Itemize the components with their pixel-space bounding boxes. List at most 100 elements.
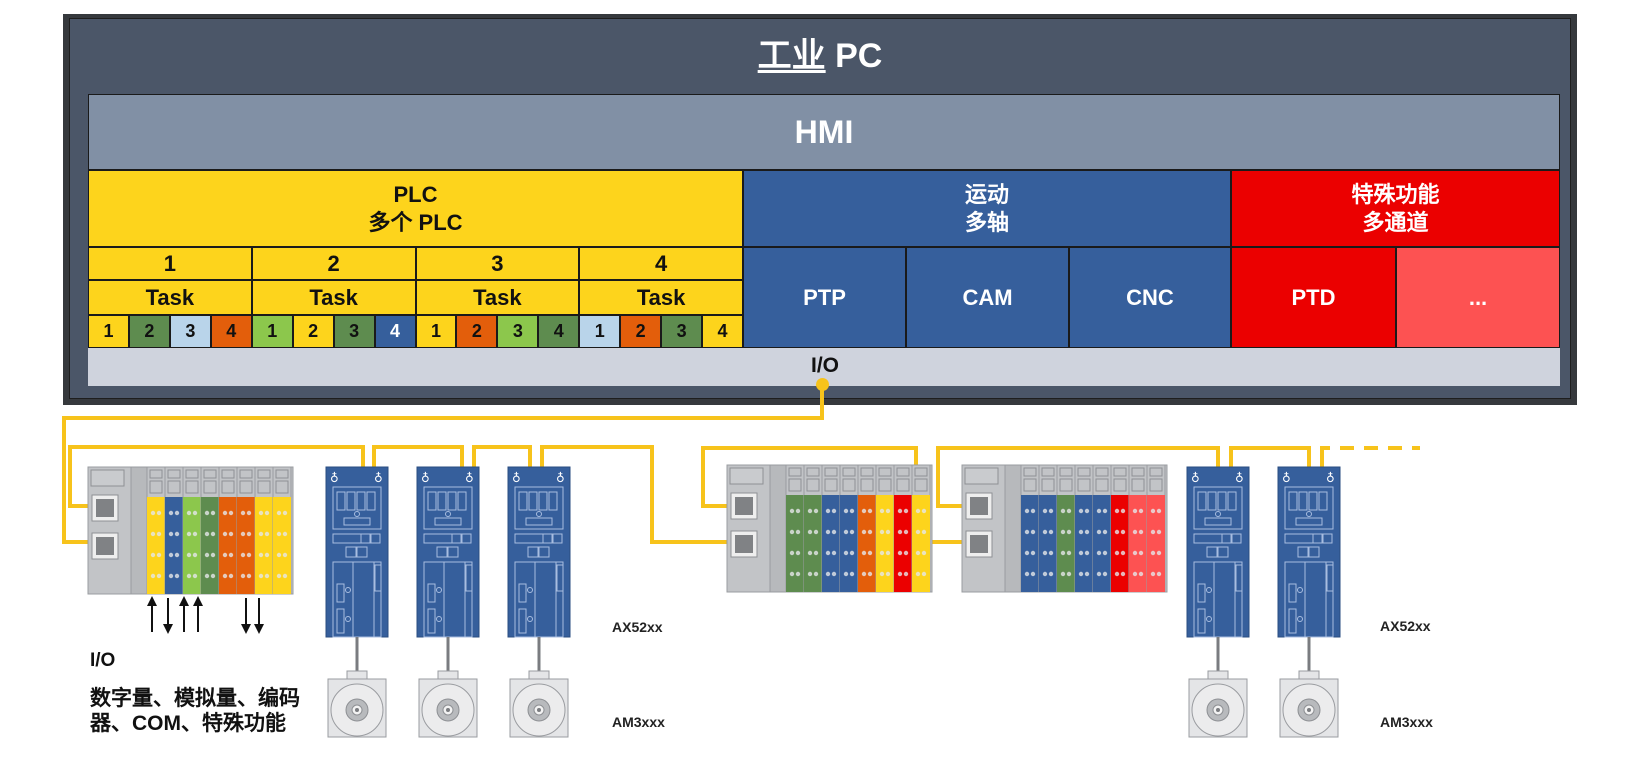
special-header-line1: 特殊功能 <box>1351 181 1440 207</box>
special-header-line2: 多通道 <box>1362 209 1429 235</box>
plc-runtime-number: 1 <box>88 247 252 280</box>
terminal-slice <box>1021 495 1039 592</box>
terminal-slice <box>237 497 255 594</box>
terminal-contact <box>1030 571 1036 577</box>
terminal-slice <box>201 497 219 594</box>
special-functions-header: 特殊功能多通道 <box>1231 170 1560 247</box>
terminal-contact <box>210 573 216 579</box>
drive-slot <box>1221 533 1232 544</box>
terminal-contact <box>789 550 795 556</box>
industrial-pc-title: 工业 PC <box>69 28 1571 77</box>
terminal-slice <box>804 495 822 592</box>
ethercat-cable <box>540 445 735 544</box>
terminal-contact <box>843 508 849 514</box>
terminal-strip-icon <box>465 564 473 592</box>
terminal-contact <box>222 531 228 537</box>
connector-icon <box>518 491 528 511</box>
terminal-contact <box>1042 529 1048 535</box>
mount-hole-icon: ♁ <box>556 471 565 485</box>
terminal-contact <box>897 571 903 577</box>
terminal-contact <box>240 510 246 516</box>
mount-hole-icon: ♁ <box>1191 471 1200 485</box>
terminal-slice <box>1111 495 1129 592</box>
terminal-contact <box>156 531 162 537</box>
terminal-contact <box>897 529 903 535</box>
drive-screw <box>1297 587 1303 593</box>
coupler-label-slot <box>90 469 125 487</box>
terminal-contact <box>174 531 180 537</box>
terminal-led-box <box>203 469 217 479</box>
power-terminal <box>1004 464 1022 593</box>
terminal-slice <box>912 495 930 592</box>
plc-task-cell: 3 <box>497 315 539 348</box>
terminal-contact <box>1102 508 1108 514</box>
terminal-contact <box>1084 508 1090 514</box>
terminal-contact <box>1132 508 1138 514</box>
terminal-contact <box>843 550 849 556</box>
connector-icon <box>1217 491 1227 511</box>
drive-slot <box>538 546 550 558</box>
terminal-contact <box>168 510 174 516</box>
mount-hole-icon: ♁ <box>1326 471 1335 485</box>
terminal-contact <box>1138 550 1144 556</box>
motor-label-left: AM3xxx <box>612 714 665 730</box>
coupler-label-slot <box>729 467 764 485</box>
terminal-contact <box>1078 508 1084 514</box>
power-terminal <box>769 464 787 593</box>
motion-item-cam: CAM <box>906 247 1069 348</box>
terminal-contact <box>150 510 156 516</box>
terminal-contact <box>228 573 234 579</box>
terminal-contact <box>1138 529 1144 535</box>
terminal-contact <box>1096 529 1102 535</box>
special-item-more: ... <box>1396 247 1560 348</box>
terminal-contact <box>276 552 282 558</box>
drive-slot <box>552 533 563 544</box>
connector-icon <box>1318 491 1328 511</box>
drive-slot <box>356 546 368 558</box>
mount-hole-icon: ♁ <box>1235 471 1244 485</box>
terminal-strip-icon <box>1288 608 1297 634</box>
plc-task-cell: 4 <box>702 315 743 348</box>
terminal-contact <box>150 531 156 537</box>
terminal-slice <box>1057 495 1075 592</box>
terminal-contact <box>1042 571 1048 577</box>
terminal-contact <box>1156 550 1162 556</box>
terminal-led-box <box>167 469 181 479</box>
terminal-led-box <box>1113 467 1127 477</box>
drive-led <box>1306 511 1312 517</box>
terminal-contact <box>921 508 927 514</box>
terminal-contact <box>915 571 921 577</box>
plc-task-cell: 4 <box>374 315 416 348</box>
terminal-slice <box>840 495 858 592</box>
terminal-contact <box>789 571 795 577</box>
plc-runtime-number: 4 <box>579 247 743 280</box>
drive-panel <box>423 486 473 530</box>
terminal-contact <box>1120 550 1126 556</box>
terminal-contact <box>1060 571 1066 577</box>
terminal-contact <box>174 510 180 516</box>
arrow-up-icon <box>193 596 203 606</box>
drive-panel <box>332 486 382 530</box>
arrow-down-icon <box>254 624 264 634</box>
terminal-contact <box>1060 529 1066 535</box>
terminal-contact <box>789 529 795 535</box>
terminal-label-box <box>203 480 217 494</box>
connector-icon <box>336 491 346 511</box>
terminal-label-box <box>1041 478 1055 492</box>
io-bar-label: I/O <box>810 354 839 377</box>
plc-task-cell: 1 <box>88 315 129 348</box>
terminal-strip-icon <box>336 608 345 634</box>
drive-slot <box>345 546 357 558</box>
drive-screw <box>345 616 351 622</box>
mount-hole-icon: ♁ <box>330 471 339 485</box>
plc-runtime-number: 2 <box>251 247 416 280</box>
plc-header-line1: PLC <box>393 181 438 207</box>
plc-task-cell: 3 <box>661 315 703 348</box>
terminal-contact <box>885 508 891 514</box>
terminal-contact <box>1114 571 1120 577</box>
terminal-contact <box>1096 508 1102 514</box>
terminal-contact <box>1096 571 1102 577</box>
terminal-contact <box>240 531 246 537</box>
motor-shaft-center <box>537 708 541 712</box>
mount-hole-icon: ♁ <box>374 471 383 485</box>
